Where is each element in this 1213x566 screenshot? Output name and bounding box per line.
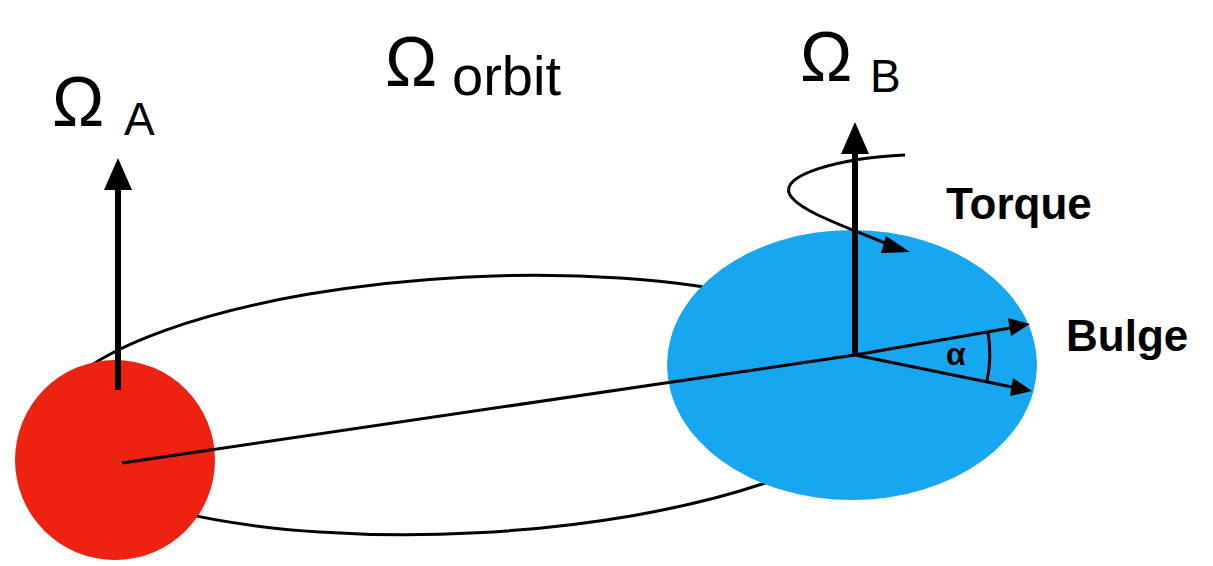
subscript: A: [124, 96, 155, 142]
torque-label: Torque: [946, 182, 1092, 226]
angle-arc: [987, 332, 990, 381]
angle-label: α: [946, 338, 966, 370]
omega-symbol: Ω: [385, 27, 437, 97]
spin-axis-a: [115, 185, 121, 390]
arrowhead: [841, 122, 869, 154]
subscript: orbit: [452, 48, 561, 104]
spin-axis-b: [852, 150, 858, 355]
separation-line: [122, 355, 855, 463]
subscript: B: [870, 53, 901, 99]
torque-curve: [789, 155, 905, 246]
arrowhead: [104, 158, 132, 190]
arrowhead: [881, 236, 910, 253]
omega-symbol: Ω: [52, 67, 104, 137]
arrowhead: [1008, 318, 1030, 336]
bulge-arrow: [855, 328, 1010, 355]
arrowhead: [1010, 378, 1032, 396]
omega-symbol: Ω: [800, 22, 852, 92]
bulge-label: Bulge: [1066, 314, 1188, 358]
